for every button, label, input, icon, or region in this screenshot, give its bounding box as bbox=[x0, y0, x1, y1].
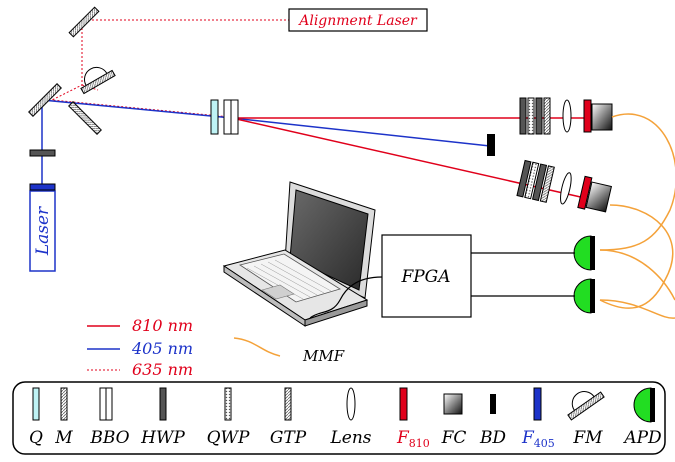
legend-f405-label: F405 bbox=[521, 428, 555, 450]
pump-hwp bbox=[29, 149, 56, 157]
fpga-label: FPGA bbox=[400, 267, 450, 287]
multimode-fibers bbox=[599, 113, 675, 319]
lens-icon bbox=[346, 387, 356, 421]
alignment-laser: Alignment Laser bbox=[288, 8, 428, 32]
bbo-icon bbox=[99, 387, 113, 421]
bd-icon bbox=[490, 394, 496, 414]
legend-lens-label: Lens bbox=[329, 428, 371, 448]
fpga: FPGA bbox=[381, 234, 472, 318]
q-icon bbox=[32, 387, 40, 421]
laser-label: Laser bbox=[33, 206, 53, 256]
legend-gtp-label: GTP bbox=[270, 428, 307, 448]
fm-icon bbox=[567, 391, 605, 421]
legend-bbo-label: BBO bbox=[89, 428, 129, 448]
gtp-icon bbox=[284, 387, 292, 421]
pump-beam-405 bbox=[41, 99, 491, 185]
alignment-laser-label: Alignment Laser bbox=[297, 13, 418, 29]
flip-mirror bbox=[80, 66, 116, 95]
hwp-icon bbox=[159, 387, 167, 421]
mirror-top bbox=[68, 6, 100, 38]
mmf-label: MMF bbox=[302, 347, 345, 365]
f405-icon bbox=[533, 387, 542, 421]
fc-icon bbox=[443, 393, 463, 415]
mirror-left bbox=[28, 83, 62, 117]
f810-icon bbox=[399, 387, 408, 421]
wavelength-legend: 810 nm 405 nm 635 nm bbox=[87, 316, 193, 379]
apd-2 bbox=[573, 278, 595, 314]
legend-405: 405 nm bbox=[131, 339, 193, 358]
laptop-cable bbox=[309, 276, 383, 319]
apd-to-fpga-cables bbox=[471, 252, 575, 297]
apd-1 bbox=[573, 235, 595, 271]
legend-810: 810 nm bbox=[132, 316, 193, 335]
apd-icon bbox=[633, 387, 655, 423]
qwp-icon bbox=[224, 387, 232, 421]
pump-laser: Laser bbox=[29, 190, 56, 272]
mirror-lower bbox=[68, 101, 102, 135]
legend-fm-label: FM bbox=[572, 428, 603, 448]
detection-arm-lower bbox=[516, 159, 613, 213]
legend-635: 635 nm bbox=[132, 360, 193, 379]
legend-f810-label: F810 bbox=[396, 428, 430, 450]
legend-fc-label: FC bbox=[441, 428, 467, 448]
legend-apd-label: APD bbox=[622, 428, 662, 448]
m-icon bbox=[60, 387, 68, 421]
quartz-plate bbox=[210, 99, 219, 135]
beam-dump bbox=[487, 134, 495, 156]
alignment-beam-635 bbox=[50, 19, 290, 118]
legend-qwp-label: QWP bbox=[207, 428, 250, 448]
bbo-crystal bbox=[223, 99, 239, 135]
legend-hwp-label: HWP bbox=[140, 428, 185, 448]
legend-q-label: Q bbox=[29, 428, 43, 448]
laptop-computer bbox=[222, 181, 376, 327]
detection-arm-upper bbox=[519, 97, 613, 135]
legend-bd-label: BD bbox=[479, 428, 506, 448]
mmf-legend: MMF bbox=[233, 337, 345, 365]
legend-m-label: M bbox=[54, 428, 73, 448]
components-legend: Q M BBO HWP QWP GTP Lens F810 FC BD F405… bbox=[12, 381, 666, 455]
pump-filter-f405 bbox=[29, 183, 56, 191]
